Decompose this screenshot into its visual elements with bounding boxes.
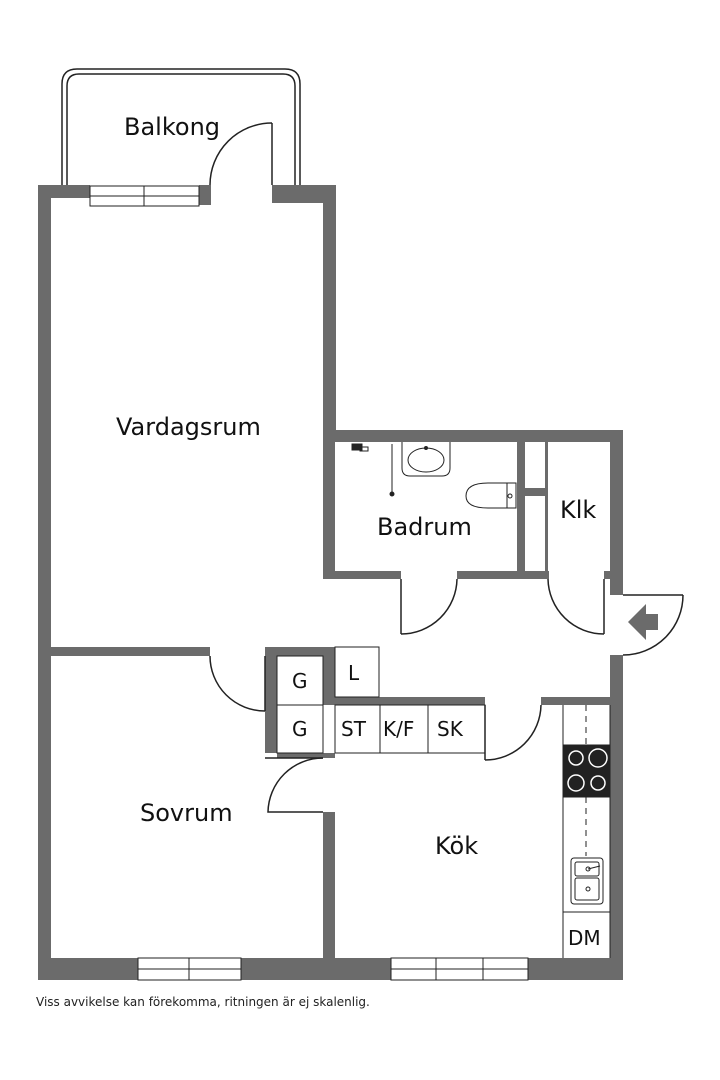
- walls: [38, 185, 623, 980]
- storage-g1-label: G: [292, 669, 308, 693]
- stove-icon: [562, 744, 611, 798]
- storage-g2-label: G: [292, 717, 308, 741]
- disclaimer-text: Viss avvikelse kan förekomma, ritningen …: [36, 995, 370, 1009]
- closet-label: Klk: [560, 496, 596, 524]
- kitchen-label: Kök: [435, 832, 478, 860]
- living-room-label: Vardagsrum: [116, 413, 261, 441]
- kitchen-sink-icon: [570, 857, 604, 905]
- doors: [209, 122, 684, 813]
- bathroom-label: Badrum: [377, 513, 472, 541]
- sink-icon: [401, 442, 451, 477]
- balcony-railing: [61, 68, 301, 186]
- balcony-label: Balkong: [124, 113, 220, 141]
- storage-st-label: ST: [341, 717, 367, 741]
- kitchen-counter: [562, 705, 611, 958]
- dishwasher-label: DM: [568, 926, 601, 950]
- windows: [89, 185, 529, 981]
- wardrobes: [276, 646, 486, 754]
- storage-kf-label: K/F: [383, 717, 414, 741]
- bathroom-fixtures: [351, 442, 517, 509]
- storage-l-label: L: [348, 661, 360, 685]
- entrance-arrow-icon: [628, 604, 658, 640]
- storage-sk-label: SK: [437, 717, 464, 741]
- bedroom-label: Sovrum: [140, 799, 233, 827]
- shower-icon: [351, 443, 395, 497]
- toilet-icon: [465, 482, 517, 509]
